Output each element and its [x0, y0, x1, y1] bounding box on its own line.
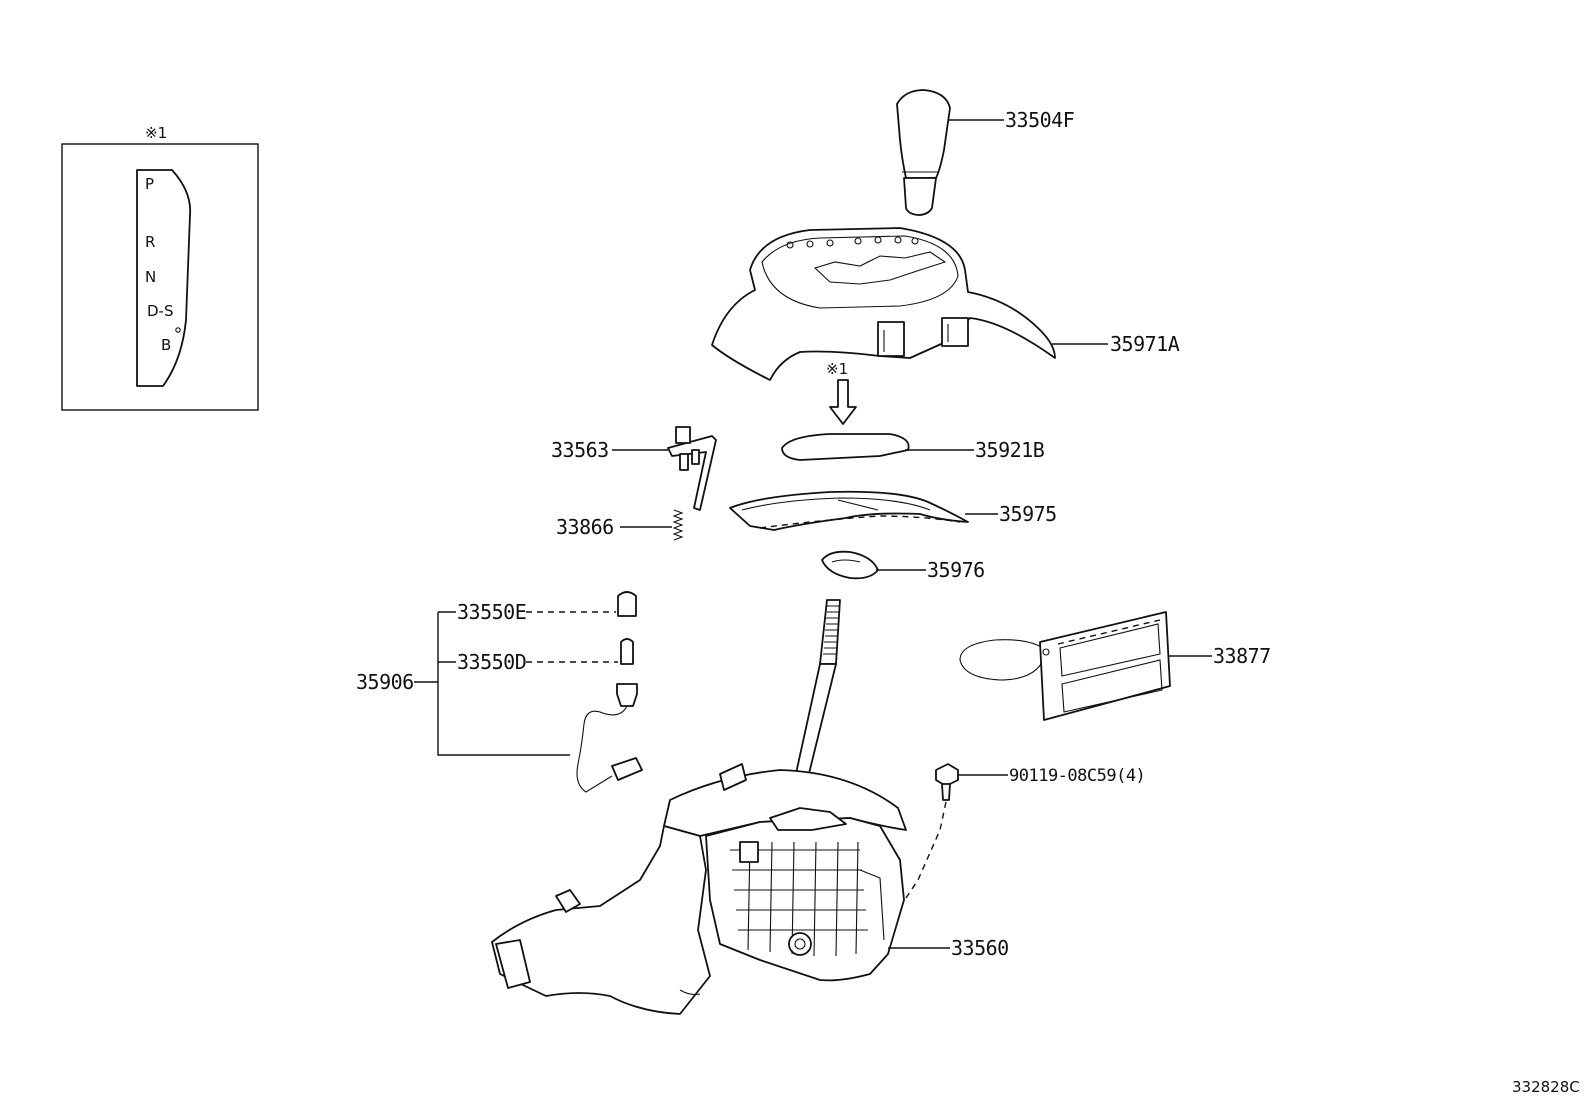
slide-plate	[729, 490, 969, 531]
bolt-dashed-path	[905, 801, 947, 899]
position-d-s: D-S	[147, 302, 173, 320]
label-33563: 33563	[551, 438, 609, 462]
label-33560: 33560	[951, 936, 1009, 960]
label-33504F: 33504F	[1005, 108, 1074, 132]
indicator-card	[959, 611, 1171, 721]
position-n: N	[145, 268, 156, 286]
label-35976: 35976	[927, 558, 985, 582]
inset-marker: ※1	[145, 124, 167, 142]
position-dot	[175, 327, 181, 333]
label-35971A: 35971A	[1110, 332, 1180, 356]
label-35921B: 35921B	[975, 438, 1045, 462]
spring	[672, 509, 684, 541]
position-plate	[781, 433, 910, 461]
down-arrow-icon	[829, 379, 857, 425]
shift-lock-lever	[667, 426, 717, 511]
label-35906: 35906	[356, 670, 414, 694]
small-cover	[821, 550, 879, 580]
position-r: R	[145, 233, 155, 251]
position-b: B	[161, 336, 171, 354]
label-33866: 33866	[556, 515, 614, 539]
inset-frame	[61, 143, 259, 411]
label-33877: 33877	[1213, 644, 1271, 668]
bolt	[935, 763, 959, 801]
position-p: P	[145, 175, 154, 193]
label-35975: 35975	[999, 502, 1057, 526]
bulb-socket	[576, 591, 643, 793]
arrow-marker: ※1	[826, 360, 848, 378]
shift-knob	[896, 89, 951, 216]
shift-lever-housing	[491, 763, 907, 1015]
inset-panel: ※1 P R N D-S B	[61, 124, 259, 411]
indicator-housing	[711, 227, 1056, 381]
label-90119: 90119-08C59(4)	[1009, 766, 1145, 786]
label-33550E: 33550E	[457, 600, 526, 624]
diagram-reference: 332828C	[1512, 1078, 1580, 1096]
label-33550D: 33550D	[457, 650, 526, 674]
bracket-35906	[437, 612, 570, 756]
